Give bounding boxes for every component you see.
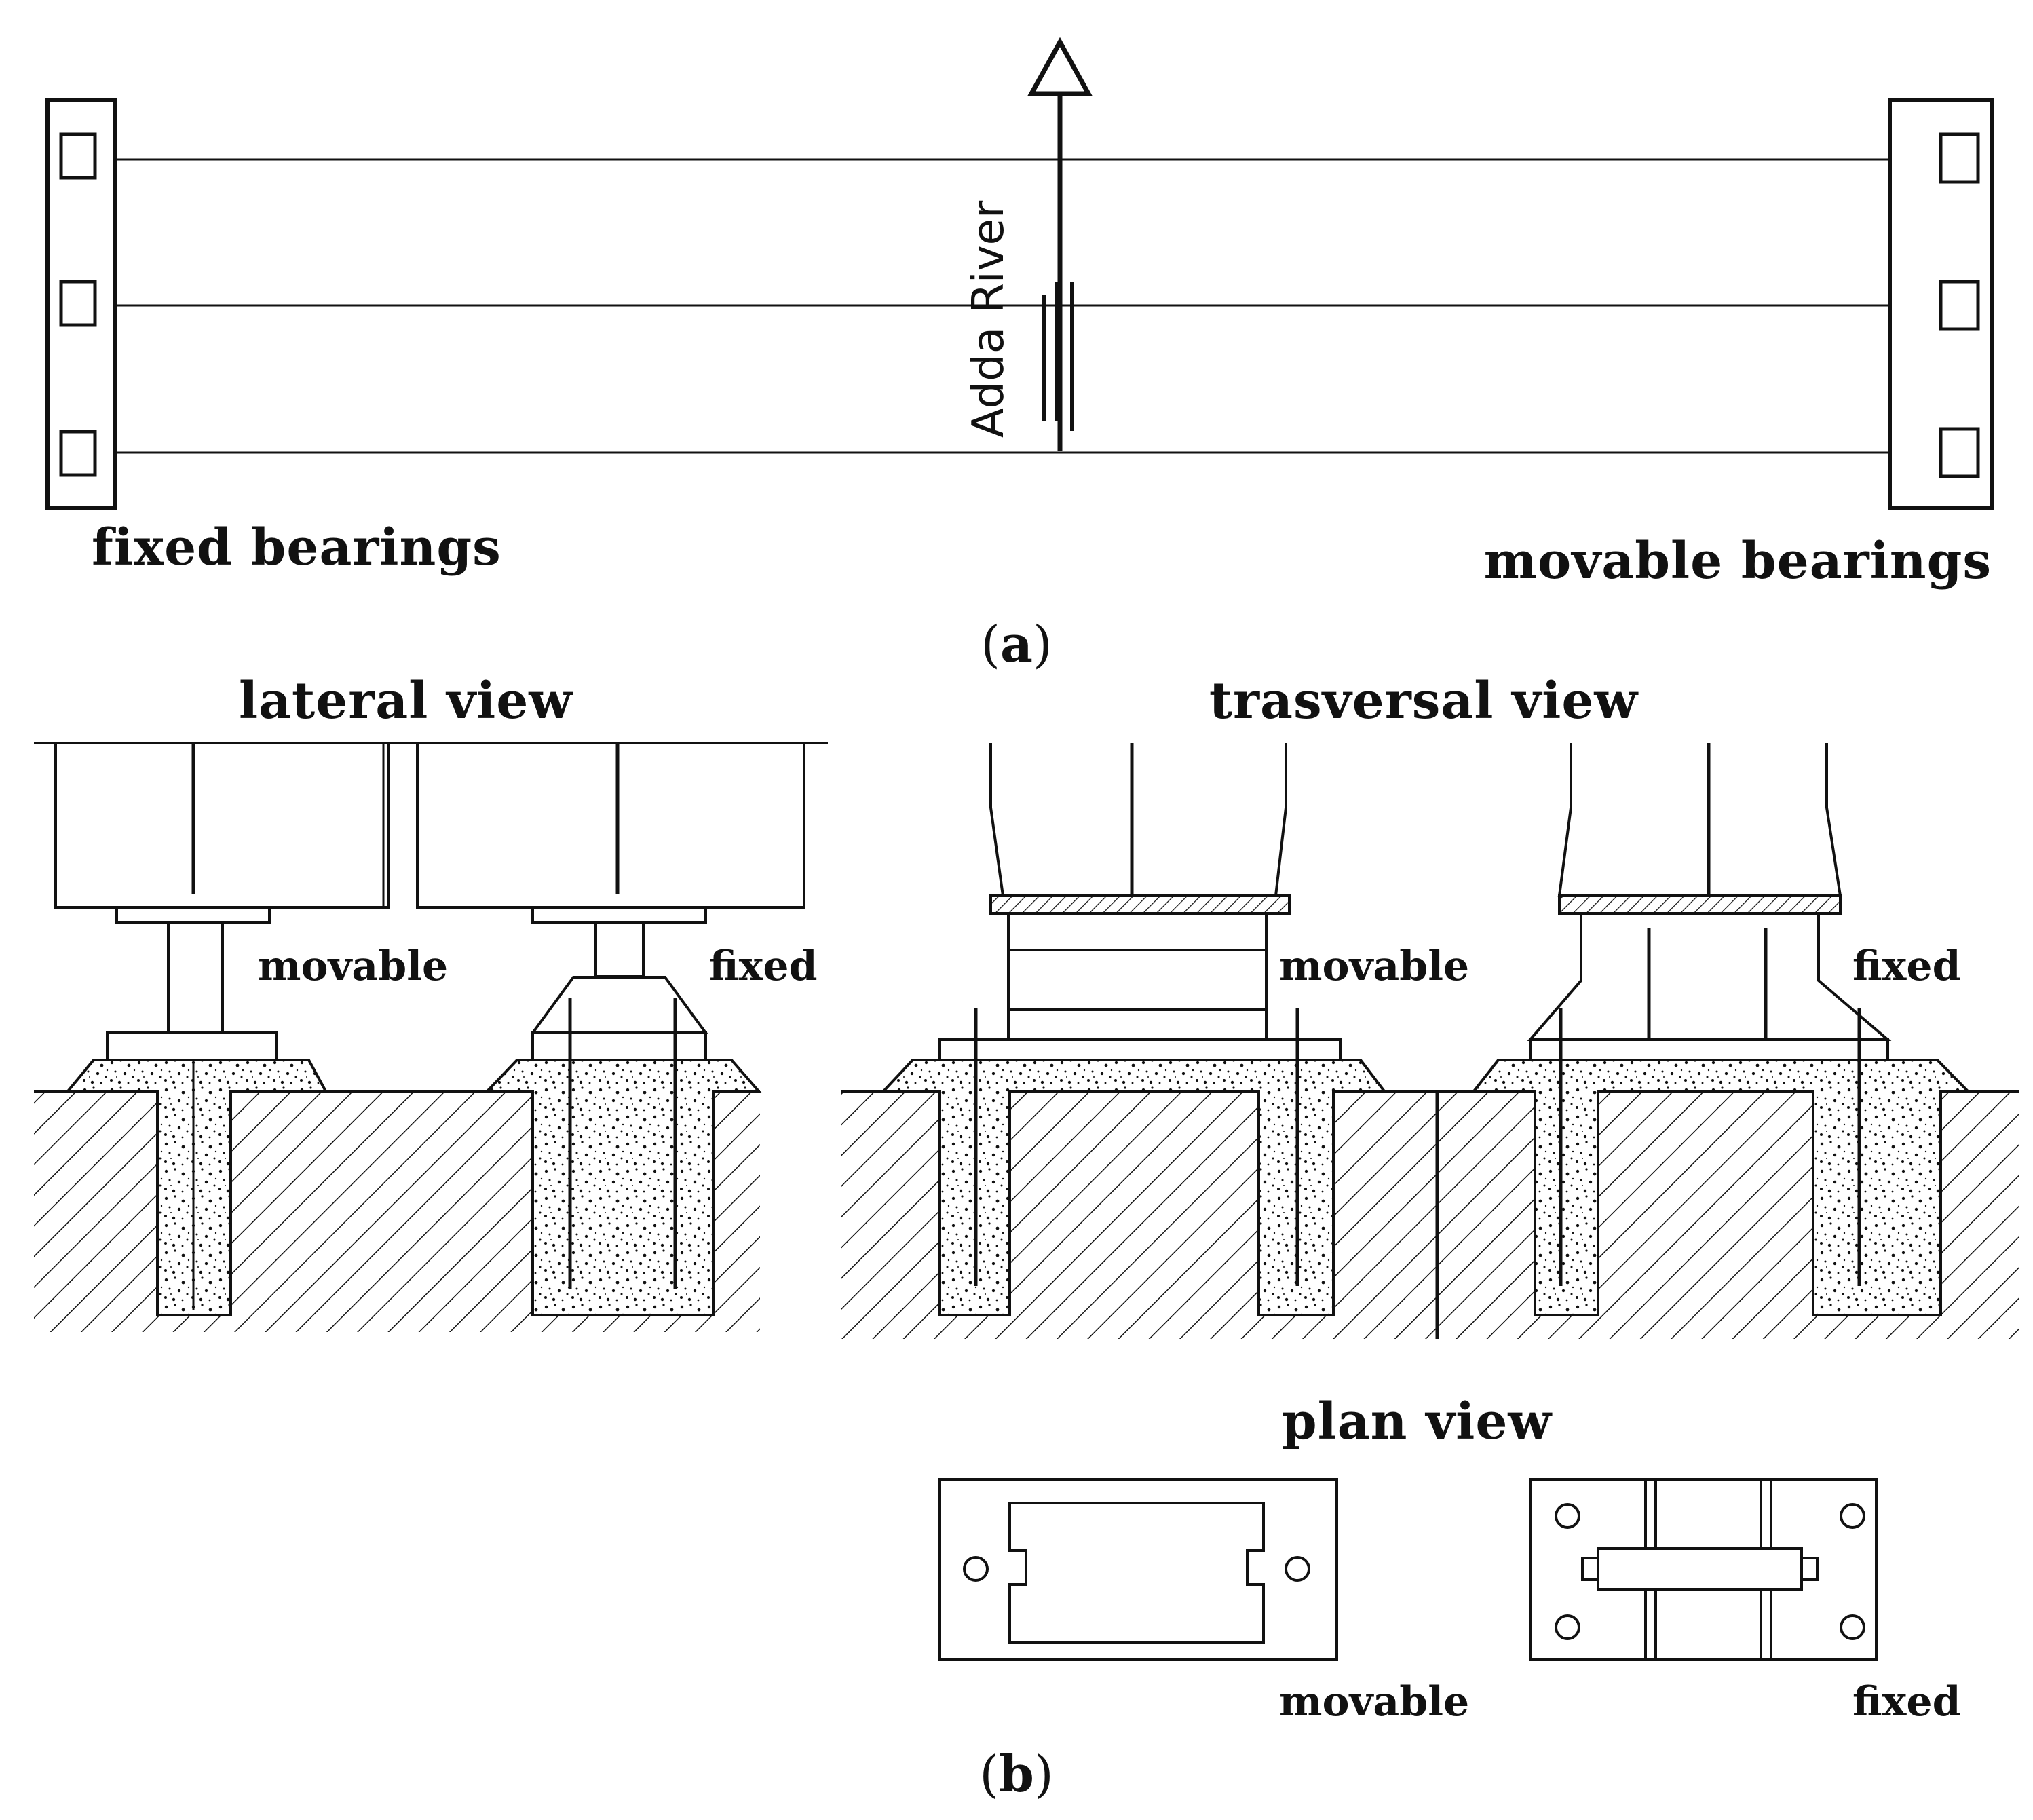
movable-bearing-3 — [1939, 427, 1980, 478]
lateral-fixed-label: fixed — [709, 943, 818, 990]
lateral-movable-base-plate — [106, 1031, 278, 1061]
caption-a-close: ) — [1033, 615, 1052, 674]
caption-b-close: ) — [1034, 1745, 1054, 1804]
plan-fixed-hole-3 — [1555, 1614, 1580, 1640]
plan-fixed-hole-1 — [1555, 1503, 1580, 1529]
lateral-fixed-shoe — [530, 976, 708, 1034]
plan-movable-plate — [938, 1478, 1338, 1661]
movable-bearing-1 — [1939, 132, 1980, 184]
lateral-movable-sole-plate — [115, 906, 271, 924]
plan-fixed-nut-1 — [1581, 1557, 1599, 1581]
right-abutment — [1888, 98, 1994, 510]
transversal-movable-flange — [989, 894, 1291, 915]
lateral-fixed-base-plate — [531, 1031, 707, 1061]
lateral-beam-right — [416, 742, 805, 909]
plan-movable-label: movable — [1279, 1678, 1469, 1726]
plan-view — [938, 1478, 1878, 1661]
caption-b-letter: b — [999, 1745, 1034, 1804]
movable-bearing-2 — [1939, 280, 1980, 331]
left-abutment — [45, 98, 117, 510]
plan-fixed-label: fixed — [1852, 1678, 1961, 1726]
caption-b: (b) — [979, 1745, 1054, 1804]
lateral-view — [34, 742, 828, 1332]
plan-fixed-pin — [1597, 1547, 1803, 1591]
transversal-fixed-shoe — [1527, 912, 1892, 1041]
plan-fixed-plate — [1529, 1478, 1878, 1661]
river-label: Adda River — [964, 200, 1014, 438]
fixed-bearing-1 — [59, 132, 97, 180]
transversal-movable-base-plate — [938, 1038, 1342, 1061]
fixed-bearings-label: fixed bearings — [92, 518, 501, 577]
transversal-fixed-flange — [1558, 894, 1842, 915]
movable-bearings-label: movable bearings — [1484, 532, 1992, 590]
transversal-fixed-base-plate — [1529, 1038, 1889, 1061]
caption-a-open: ( — [981, 615, 1000, 674]
caption-b-open: ( — [979, 1745, 999, 1804]
transversal-fixed-label: fixed — [1852, 943, 1961, 990]
lateral-movable-label: movable — [258, 943, 448, 990]
lateral-beam-left — [54, 742, 390, 909]
lateral-view-title: lateral view — [239, 672, 573, 730]
lateral-movable-rocker — [167, 921, 224, 1046]
flow-arrow-icon — [1027, 37, 1092, 96]
caption-a: (a) — [981, 615, 1052, 674]
plan-fixed-hole-4 — [1840, 1614, 1865, 1640]
transversal-movable-concrete — [880, 1059, 1388, 1316]
transversal-movable-girder — [989, 743, 1287, 897]
plan-fixed-nut-2 — [1800, 1557, 1819, 1581]
plan-movable-recess — [1008, 1502, 1265, 1644]
plan-movable-hole-1 — [963, 1556, 989, 1582]
fixed-bearing-3 — [59, 430, 97, 477]
plan-fixed-hole-2 — [1840, 1503, 1865, 1529]
transversal-movable-label: movable — [1279, 943, 1469, 990]
transversal-fixed-concrete — [1470, 1059, 1971, 1316]
lateral-fixed-sole-plate — [531, 906, 707, 924]
lateral-fixed-pin — [594, 921, 645, 978]
transversal-fixed-girder — [1557, 743, 1842, 897]
transversal-movable-roller — [1007, 912, 1268, 1041]
plan-movable-hole-2 — [1285, 1556, 1310, 1582]
transversal-view-title: trasversal view — [1209, 672, 1639, 730]
caption-a-letter: a — [1000, 615, 1033, 674]
panel-a-plan — [45, 37, 1994, 510]
transversal-view — [841, 743, 2019, 1339]
plan-view-title: plan view — [1282, 1392, 1553, 1451]
fixed-bearing-2 — [59, 280, 97, 327]
